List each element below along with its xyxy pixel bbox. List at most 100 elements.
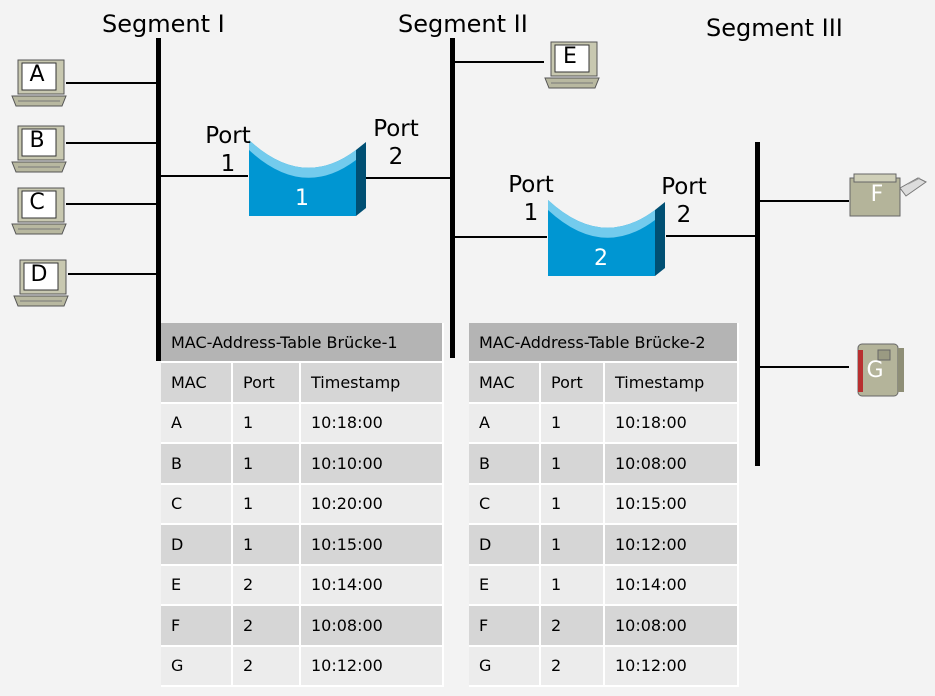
link-f xyxy=(757,200,849,202)
bridge-1-port1-word: Port xyxy=(205,123,251,149)
table-cell: 10:12:00 xyxy=(605,525,739,566)
table-row: F 2 10:08:00 xyxy=(161,606,444,647)
bridge-2-port1-word: Port xyxy=(508,172,554,198)
bridge-2-port2-label: Port 2 xyxy=(656,173,712,229)
table-cell: 2 xyxy=(233,565,301,606)
link-bridge1-port2 xyxy=(366,177,452,179)
desktop-computer-icon xyxy=(11,59,67,107)
table-cell: 1 xyxy=(233,525,301,566)
table-cell: G xyxy=(161,646,233,687)
link-e xyxy=(452,61,544,63)
table-cell: 10:08:00 xyxy=(605,444,739,485)
table-cell: D xyxy=(161,525,233,566)
table-row: D 1 10:12:00 xyxy=(469,525,739,566)
bridge-2-number: 2 xyxy=(594,246,608,271)
table-cell: F xyxy=(469,606,541,647)
table-cell: A xyxy=(161,403,233,444)
host-f: F xyxy=(848,172,928,220)
table-row: E 1 10:14:00 xyxy=(469,565,739,606)
table-row: B 1 10:08:00 xyxy=(469,444,739,485)
mac-table-2-col-mac: MAC xyxy=(469,363,541,404)
table-cell: E xyxy=(161,565,233,606)
table-cell: 1 xyxy=(541,403,605,444)
table-cell: 10:08:00 xyxy=(605,606,739,647)
bridge-1-port2-word: Port xyxy=(373,116,419,142)
bridge-icon xyxy=(249,140,366,216)
link-d xyxy=(68,273,158,275)
host-b-label: B xyxy=(29,128,45,153)
segment-3-label: Segment III xyxy=(706,14,843,42)
table-cell: 1 xyxy=(233,403,301,444)
bridge-2-port2-word: Port xyxy=(661,174,707,200)
mac-table-1-caption: MAC-Address-Table Brücke-1 xyxy=(161,323,444,363)
desktop-computer-icon xyxy=(11,187,67,235)
table-row: F 2 10:08:00 xyxy=(469,606,739,647)
host-e: E xyxy=(543,40,601,90)
link-g xyxy=(757,366,849,368)
link-c xyxy=(66,203,158,205)
host-e-label: E xyxy=(563,44,577,69)
table-cell: 10:18:00 xyxy=(605,403,739,444)
bridge-1: 1 xyxy=(248,138,368,218)
link-b xyxy=(66,142,158,144)
bridge-1-port1-label: Port 1 xyxy=(200,122,256,178)
segment-2-bus xyxy=(450,38,455,358)
table-cell: 10:12:00 xyxy=(301,646,444,687)
desktop-computer-icon xyxy=(11,125,67,173)
table-cell: 10:14:00 xyxy=(301,565,444,606)
table-cell: 2 xyxy=(233,606,301,647)
mac-table-1-col-port: Port xyxy=(233,363,301,404)
table-cell: A xyxy=(469,403,541,444)
host-c: C xyxy=(10,186,68,236)
table-cell: G xyxy=(469,646,541,687)
host-d-label: D xyxy=(30,262,48,287)
table-cell: 10:15:00 xyxy=(605,484,739,525)
host-c-label: C xyxy=(29,190,45,215)
host-d: D xyxy=(12,258,70,308)
bridge-2-port1-number: 1 xyxy=(523,200,539,226)
host-b: B xyxy=(10,124,68,174)
host-g: G xyxy=(854,338,906,398)
table-cell: 1 xyxy=(233,444,301,485)
table-cell: E xyxy=(469,565,541,606)
mac-table-2-caption: MAC-Address-Table Brücke-2 xyxy=(469,323,739,363)
table-cell: B xyxy=(469,444,541,485)
segment-1-bus xyxy=(156,38,161,361)
table-cell: C xyxy=(161,484,233,525)
bridge-icon xyxy=(548,200,665,276)
table-cell: 10:08:00 xyxy=(301,606,444,647)
mac-table-1-col-mac: MAC xyxy=(161,363,233,404)
table-cell: 10:20:00 xyxy=(301,484,444,525)
mac-table-bridge-2: MAC-Address-Table Brücke-2 MAC Port Time… xyxy=(469,323,739,687)
table-cell: 1 xyxy=(541,525,605,566)
table-row: E 2 10:14:00 xyxy=(161,565,444,606)
table-cell: 2 xyxy=(541,646,605,687)
table-cell: D xyxy=(469,525,541,566)
bridge-1-number: 1 xyxy=(295,186,309,211)
link-a xyxy=(66,82,158,84)
table-row: G 2 10:12:00 xyxy=(161,646,444,687)
table-cell: 10:14:00 xyxy=(605,565,739,606)
table-cell: 1 xyxy=(541,565,605,606)
table-cell: C xyxy=(469,484,541,525)
host-g-label: G xyxy=(866,358,884,383)
table-row: B 1 10:10:00 xyxy=(161,444,444,485)
bridge-1-port2-number: 2 xyxy=(388,144,404,170)
printer-icon xyxy=(849,173,927,217)
table-cell: 1 xyxy=(233,484,301,525)
bridge-2-port1-label: Port 1 xyxy=(503,171,559,227)
table-cell: 10:12:00 xyxy=(605,646,739,687)
link-bridge1-port1 xyxy=(158,175,248,177)
segment-2-label: Segment II xyxy=(398,10,528,38)
bridge-1-port1-number: 1 xyxy=(220,151,236,177)
host-a: A xyxy=(10,58,68,108)
table-row: A 1 10:18:00 xyxy=(469,403,739,444)
table-cell: 1 xyxy=(541,444,605,485)
table-cell: B xyxy=(161,444,233,485)
mac-table-2-col-port: Port xyxy=(541,363,605,404)
table-cell: 2 xyxy=(541,606,605,647)
table-cell: 1 xyxy=(541,484,605,525)
mac-table-2-col-timestamp: Timestamp xyxy=(605,363,739,404)
table-cell: 10:18:00 xyxy=(301,403,444,444)
table-row: G 2 10:12:00 xyxy=(469,646,739,687)
